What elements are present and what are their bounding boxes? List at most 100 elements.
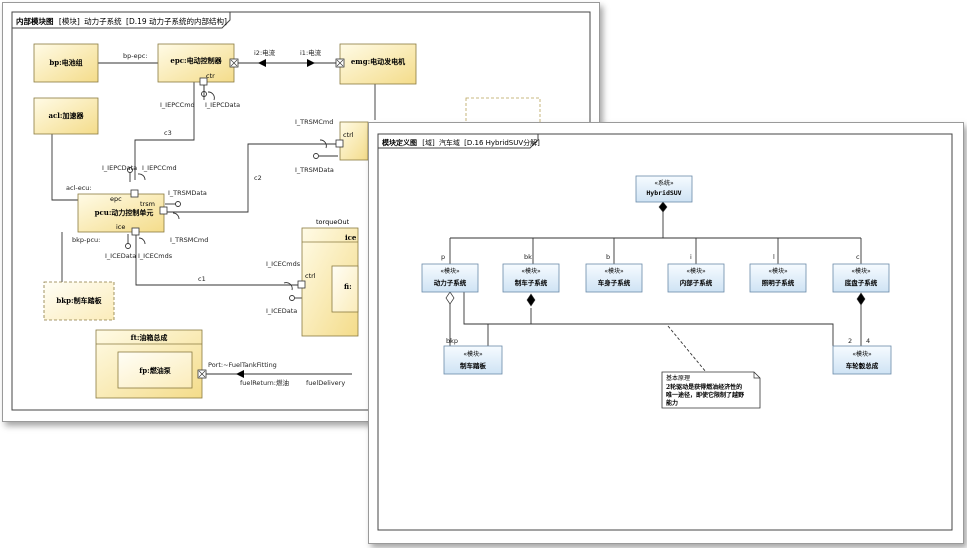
part-emg-label: emg:电动发电机 — [351, 57, 405, 66]
role-p: p — [441, 253, 445, 261]
note-line-2: 唯一途径，即使它限制了越野 — [666, 391, 744, 399]
port-ice-label: ice — [116, 223, 125, 231]
block-interior[interactable]: «模块» 内部子系统 — [667, 263, 725, 293]
label-fuel-delivery: fuelDelivery — [306, 379, 345, 387]
label-epc-data: I_IEPCData — [205, 101, 240, 109]
part-fi-label: fi: — [344, 282, 352, 291]
part-emg[interactable] — [339, 43, 417, 85]
block-name: 照明子系统 — [762, 278, 795, 287]
block-name: 车身子系统 — [598, 278, 631, 287]
block-stereo: «模块» — [463, 350, 483, 358]
label-ice-data: I_ICEData — [266, 307, 297, 315]
block-chassis[interactable]: «模块» 底盘子系统 — [832, 263, 890, 293]
port-trsm-label: trsm — [140, 200, 155, 208]
part-bkp[interactable] — [43, 281, 115, 321]
block-name: 内部子系统 — [680, 278, 713, 287]
block-name: 底盘子系统 — [845, 278, 878, 287]
label-pcu-epc-cmd: I_IEPCCmd — [142, 164, 177, 172]
label-c1: c1 — [198, 275, 206, 283]
role-bkp: bkp — [446, 337, 458, 345]
label-trsm-data: I_TRSMData — [295, 166, 334, 174]
port-ctr-label: ctr — [206, 72, 215, 80]
role-i: i — [690, 253, 692, 261]
port-ice[interactable] — [131, 227, 140, 236]
port-trsm[interactable] — [159, 206, 168, 215]
part-ice-label: ice — [345, 233, 357, 242]
block-stereo: «模块» — [686, 267, 706, 275]
block-name: 车轮毂总成 — [846, 361, 879, 370]
block-stereo: «模块» — [851, 267, 871, 275]
part-pcu[interactable] — [77, 193, 165, 233]
label-fuel-return: fuelReturn:燃油 — [240, 378, 289, 387]
note-line-1: 2轮驱动是获得燃油经济性的 — [666, 383, 742, 391]
ibd-header: 内部模块图 [模块] 动力子系统 [D.19 动力子系统的内部结构] — [16, 16, 227, 26]
block-name: 制车踏板 — [460, 361, 487, 370]
part-fi[interactable] — [331, 265, 359, 313]
bdd-header: 模块定义图 [域] 汽车域 [D.16 HybridSUV分解] — [382, 138, 540, 147]
label-acl-ecu: acl-ecu: — [66, 184, 92, 192]
block-hybridsuv-stereo: «系统» — [654, 179, 674, 187]
part-epc-label: epc:电动控制器 — [170, 56, 222, 65]
part-acl[interactable] — [33, 97, 99, 135]
part-bp-label: bp:电池组 — [49, 58, 82, 67]
mult-right: 4 — [866, 337, 870, 345]
role-c: c — [856, 253, 860, 261]
block-brake[interactable]: «模块» 制车子系统 — [502, 263, 560, 293]
block-hybridsuv-name: HybridSUV — [646, 189, 681, 197]
block-name: 动力子系统 — [434, 278, 467, 287]
label-ice-cmds: I_ICECmds — [266, 260, 301, 268]
block-stereo: «模块» — [852, 350, 872, 358]
port-torqueout-label: torqueOut — [316, 218, 350, 226]
label-pcu-ice-cmds: I_ICECmds — [138, 252, 173, 260]
label-bkp-pcu: bkp-pcu: — [72, 236, 100, 244]
part-bkp-label: bkp:制车踏板 — [56, 296, 102, 305]
label-c2: c2 — [254, 174, 262, 182]
block-hybridsuv[interactable] — [635, 175, 693, 203]
role-bk: bk — [524, 253, 532, 261]
part-bp[interactable] — [33, 43, 99, 83]
label-i1: i1:电流 — [300, 48, 322, 57]
part-ft-label: ft:油箱总成 — [131, 333, 168, 342]
rationale-note[interactable]: 基本原理 2轮驱动是获得燃油经济性的 唯一途径，即使它限制了越野 能力 — [661, 371, 761, 409]
block-stereo: «模块» — [440, 267, 460, 275]
part-epc[interactable] — [157, 43, 235, 83]
block-stereo: «模块» — [768, 267, 788, 275]
label-epc-cmd: I_IEPCCmd — [160, 101, 195, 109]
label-c3: c3 — [164, 129, 172, 137]
block-lighting[interactable]: «模块» 照明子系统 — [749, 263, 807, 293]
block-stereo: «模块» — [521, 267, 541, 275]
note-title: 基本原理 — [666, 374, 690, 382]
part-acl-label: acl:加速器 — [48, 111, 84, 120]
label-pcu-epc-data: I_IEPCData — [102, 164, 137, 172]
label-port-fuel: Port:~FuelTankFitting — [208, 361, 277, 369]
label-pcu-trsm-data: I_TRSMData — [168, 189, 207, 197]
label-bp-epc: bp-epc: — [123, 52, 148, 60]
port-ctrl-ice-label: ctrl — [305, 272, 316, 280]
port-epc[interactable] — [130, 189, 139, 198]
block-powertrain[interactable]: «模块» 动力子系统 — [421, 263, 479, 293]
block-body[interactable]: «模块» 车身子系统 — [585, 263, 643, 293]
port-ctrl-ice[interactable] — [297, 280, 306, 289]
port-ctrl-top[interactable] — [335, 139, 344, 148]
part-fp[interactable] — [117, 351, 193, 389]
part-fp-label: fp:燃油泵 — [139, 366, 171, 375]
block-brake-pedal[interactable]: «模块» 制车踏板 — [443, 345, 503, 375]
port-ctr[interactable] — [199, 77, 208, 86]
block-stereo: «模块» — [604, 267, 624, 275]
port-ctrl-top-label: ctrl — [343, 131, 354, 139]
port-epc-label: epc — [110, 195, 122, 203]
label-trsm-cmd: I_TRSMCmd — [295, 118, 333, 126]
label-pcu-ice-data: I_ICEData — [105, 252, 136, 260]
bdd-associations — [449, 210, 862, 373]
note-line-3: 能力 — [666, 399, 678, 407]
mult-left: 2 — [848, 337, 852, 345]
label-i2: i2:电流 — [254, 48, 276, 57]
role-l: l — [773, 253, 775, 261]
role-b: b — [606, 253, 610, 261]
label-pcu-trsm-cmd: I_TRSMCmd — [170, 236, 208, 244]
part-pcu-label: pcu:动力控制单元 — [95, 208, 154, 217]
block-name: 制车子系统 — [515, 278, 548, 287]
block-wheel-hub[interactable]: «模块» 车轮毂总成 — [832, 345, 892, 375]
